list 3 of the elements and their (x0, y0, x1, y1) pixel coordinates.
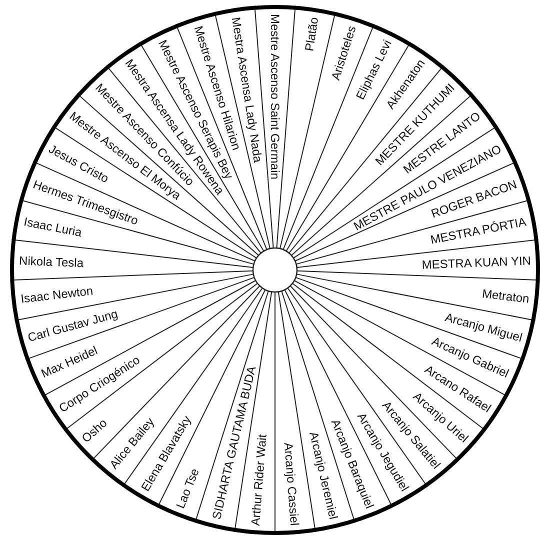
sector-label: Mestre Ascenso Saint Germain (268, 14, 282, 240)
sector-label: MESTRA KUAN YIN (304, 253, 532, 276)
sector-label: Arcanjo Cassiel (270, 299, 302, 526)
